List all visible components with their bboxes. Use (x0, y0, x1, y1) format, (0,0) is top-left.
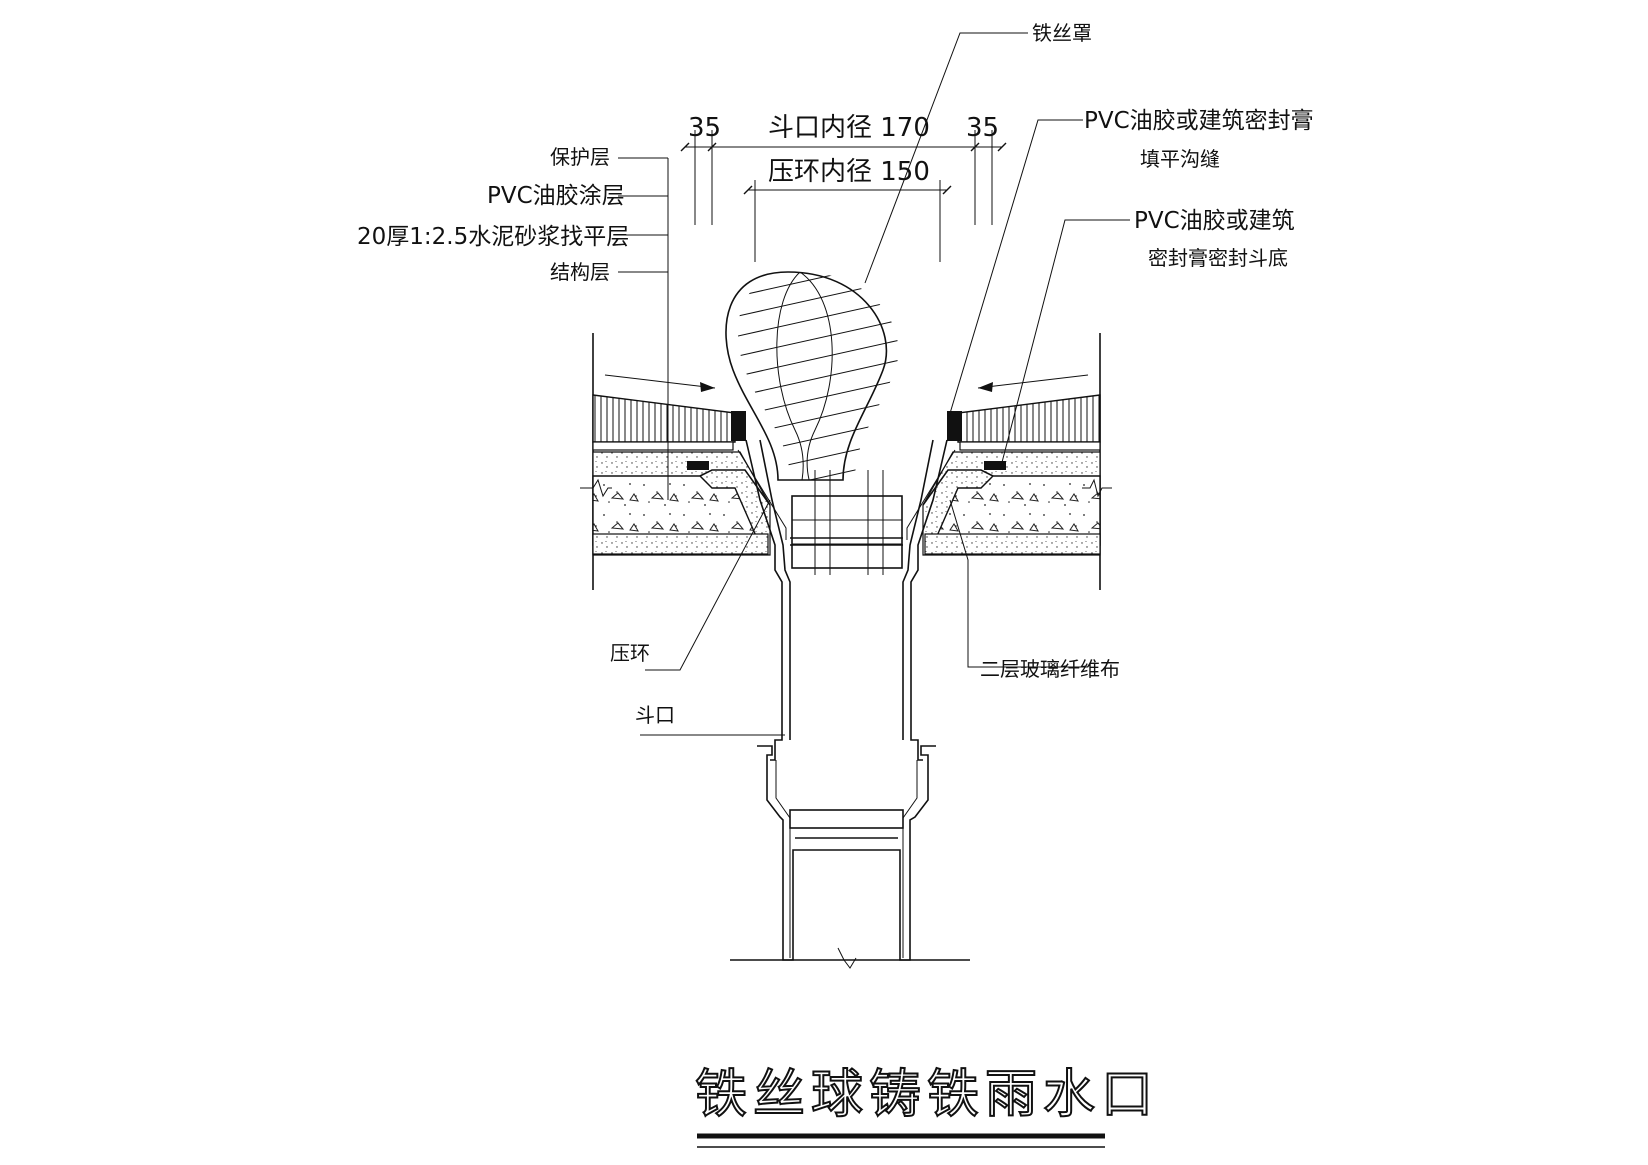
leader-sealant-joint (947, 119, 1083, 421)
left-slope-arrow (604, 374, 716, 389)
label-fiberglass: 二层玻璃纤维布 (980, 657, 1120, 681)
label-press-ring: 压环 (610, 641, 650, 665)
leader-press-ring (645, 499, 771, 671)
label-sealant-bottom-2: 密封膏密封斗底 (1148, 246, 1288, 270)
dim-left-35: 35 (688, 113, 721, 143)
label-pvc-coating: PVC油胶涂层 (487, 183, 625, 209)
label-protective-layer: 保护层 (550, 145, 610, 169)
label-sealant-joint-2: 填平沟缝 (1140, 147, 1220, 171)
right-slope-arrow (977, 374, 1089, 389)
label-structure-layer: 结构层 (550, 260, 610, 284)
label-sealant-joint-1: PVC油胶或建筑密封膏 (1084, 108, 1314, 134)
leader-layer-stack (618, 157, 669, 500)
dim-right-35: 35 (966, 113, 999, 143)
dim-outlet-diameter: 斗口内径 170 (768, 113, 930, 143)
leader-fiberglass (949, 499, 1088, 668)
right-break-mark (1082, 478, 1112, 498)
leader-sealant-bottom (999, 219, 1130, 471)
label-wire-cover: 铁丝罩 (1032, 21, 1092, 45)
label-sealant-bottom-1: PVC油胶或建筑 (1134, 208, 1295, 234)
cast-iron-pipe (730, 745, 970, 969)
drawing-title: 铁丝球铸铁雨水口 (695, 1065, 1159, 1125)
left-roof-layers (592, 394, 771, 556)
left-break-mark (580, 478, 612, 498)
label-mortar-layer: 20厚1:2.5水泥砂浆找平层 (357, 224, 629, 250)
label-outlet: 斗口 (635, 703, 675, 727)
leader-wire-cover (864, 32, 1028, 284)
dimension-lines (680, 130, 1007, 262)
right-roof-layers (922, 394, 1101, 556)
drain-funnel (737, 439, 956, 761)
dim-ring-diameter: 压环内径 150 (768, 157, 930, 187)
